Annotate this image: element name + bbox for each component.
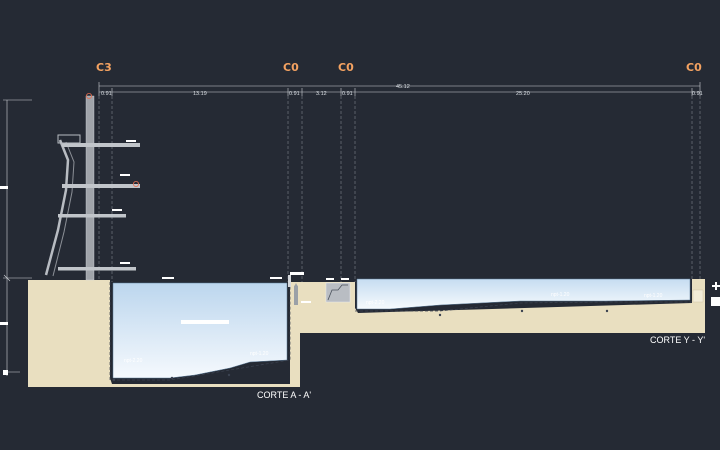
- dimension-4: 3.12: [316, 91, 327, 97]
- steps-detail: [327, 284, 348, 301]
- level-label-diving-shallow: npt-1.20: [250, 351, 269, 357]
- steps-tag2: [341, 278, 349, 280]
- axis-label-c0-3: C0: [686, 61, 702, 74]
- mid-deck: [288, 272, 351, 305]
- right-markers: [692, 282, 720, 306]
- axis-label-c0-1: C0: [283, 61, 299, 74]
- dimension-5: 0.91: [342, 91, 353, 97]
- dimension-3: 0.91: [289, 91, 300, 97]
- left-elevation-dimension: [3, 99, 32, 376]
- tower-top-marker: [86, 93, 93, 100]
- platform-10m: [62, 143, 140, 147]
- lap-pool-liner: [355, 301, 692, 312]
- axis-label-c0-2: C0: [338, 61, 354, 74]
- tower-stair: [44, 139, 70, 276]
- level-tag-7m: [120, 174, 130, 176]
- top-dimension-lines: [98, 82, 701, 96]
- level-tag-deck: [162, 277, 174, 279]
- axis-labels: C3 C0 C0 C0: [96, 61, 702, 74]
- steps-block: [325, 282, 351, 303]
- level-tag-deck2: [270, 277, 282, 279]
- level-label-diving-deep: npt-2.20: [124, 358, 143, 364]
- section-title-yy: CORTE Y - Y': [650, 335, 705, 345]
- diving-pool-water: [112, 282, 288, 379]
- ground-section-aa: [28, 280, 355, 387]
- dimension-6: 25.20: [516, 91, 530, 97]
- elevation-tag-lower: [0, 322, 8, 325]
- dimension-texts: 45.12 0.91 13.19 0.91 3.12 0.91 25.20 0.…: [101, 84, 703, 97]
- level-tag-3m: [120, 262, 130, 264]
- platform-top-rail: [57, 134, 81, 144]
- deck-bench-tag: [301, 301, 311, 303]
- elevation-tag-upper: [0, 186, 8, 189]
- axis-guides: [98, 96, 701, 282]
- elevation-tag-bottom: [3, 370, 8, 375]
- platform-5m: [58, 214, 126, 218]
- deck-wall: [288, 275, 291, 287]
- level-label-lap-left: npt-2.20: [366, 300, 385, 306]
- drain-markers: [112, 309, 609, 382]
- level-tag-10m: [126, 140, 136, 142]
- lap-pool-water: [356, 278, 691, 310]
- diving-tower: [44, 93, 282, 281]
- level-tag-5m: [112, 209, 122, 211]
- platform-7m: [62, 184, 140, 188]
- dimension-total: 45.12: [396, 84, 410, 90]
- platform-3m: [58, 267, 136, 271]
- deck-tag: [290, 272, 304, 275]
- person-head: [294, 285, 298, 289]
- dimension-1: 0.91: [101, 91, 112, 97]
- tower-stair-rail: [52, 141, 75, 277]
- steps-tag: [326, 278, 334, 280]
- section-title-aa: CORTE A - A': [257, 390, 311, 400]
- dimension-7: 0.91: [692, 91, 703, 97]
- diving-pool-liner: [109, 282, 291, 381]
- underwater-window: [181, 320, 229, 324]
- level-label-lap-mid: npt-1.20: [551, 292, 570, 298]
- dimension-2: 13.19: [193, 91, 207, 97]
- axis-label-c3: C3: [96, 61, 112, 74]
- ground-section-yy: [290, 279, 705, 333]
- tower-level-marker: [132, 180, 139, 187]
- level-label-lap-right: npt-1.20: [644, 293, 663, 299]
